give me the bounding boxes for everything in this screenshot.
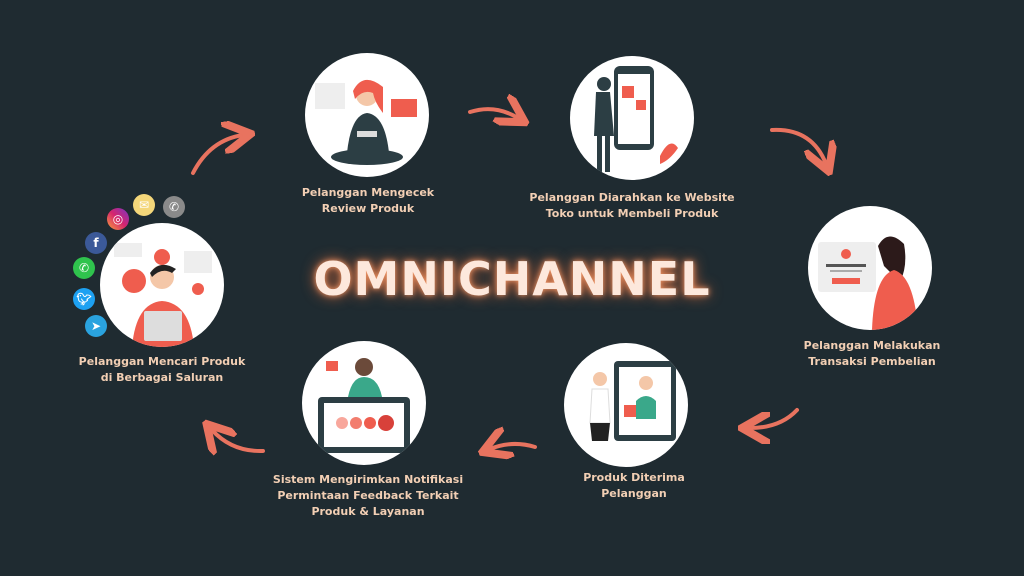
- instagram-icon: ◎: [107, 208, 129, 230]
- arrow-1-to-2: [191, 135, 243, 175]
- phone-icon: ✆: [163, 196, 185, 218]
- arrow-2-to-3: [468, 109, 518, 118]
- arrow-6-to-1: [212, 430, 265, 451]
- email-icon: ✉: [133, 194, 155, 216]
- twitter-icon: 🐦︎: [73, 288, 95, 310]
- arrow-3-to-4: [770, 127, 826, 164]
- whatsapp-icon: ✆: [73, 257, 95, 279]
- arrow-4-to-5: [750, 408, 799, 428]
- step-1-illustration: [100, 223, 224, 347]
- step-6-illustration: [302, 341, 426, 465]
- step-3-illustration: [570, 56, 694, 180]
- step-5-illustration: [564, 343, 688, 467]
- omnichannel-title: OMNICHANNEL: [313, 252, 711, 306]
- step-2-illustration: [305, 53, 429, 177]
- telegram-icon: ➤: [85, 315, 107, 337]
- arrow-5-to-6: [490, 444, 537, 449]
- step-4-illustration: [808, 206, 932, 330]
- facebook-icon: f: [85, 232, 107, 254]
